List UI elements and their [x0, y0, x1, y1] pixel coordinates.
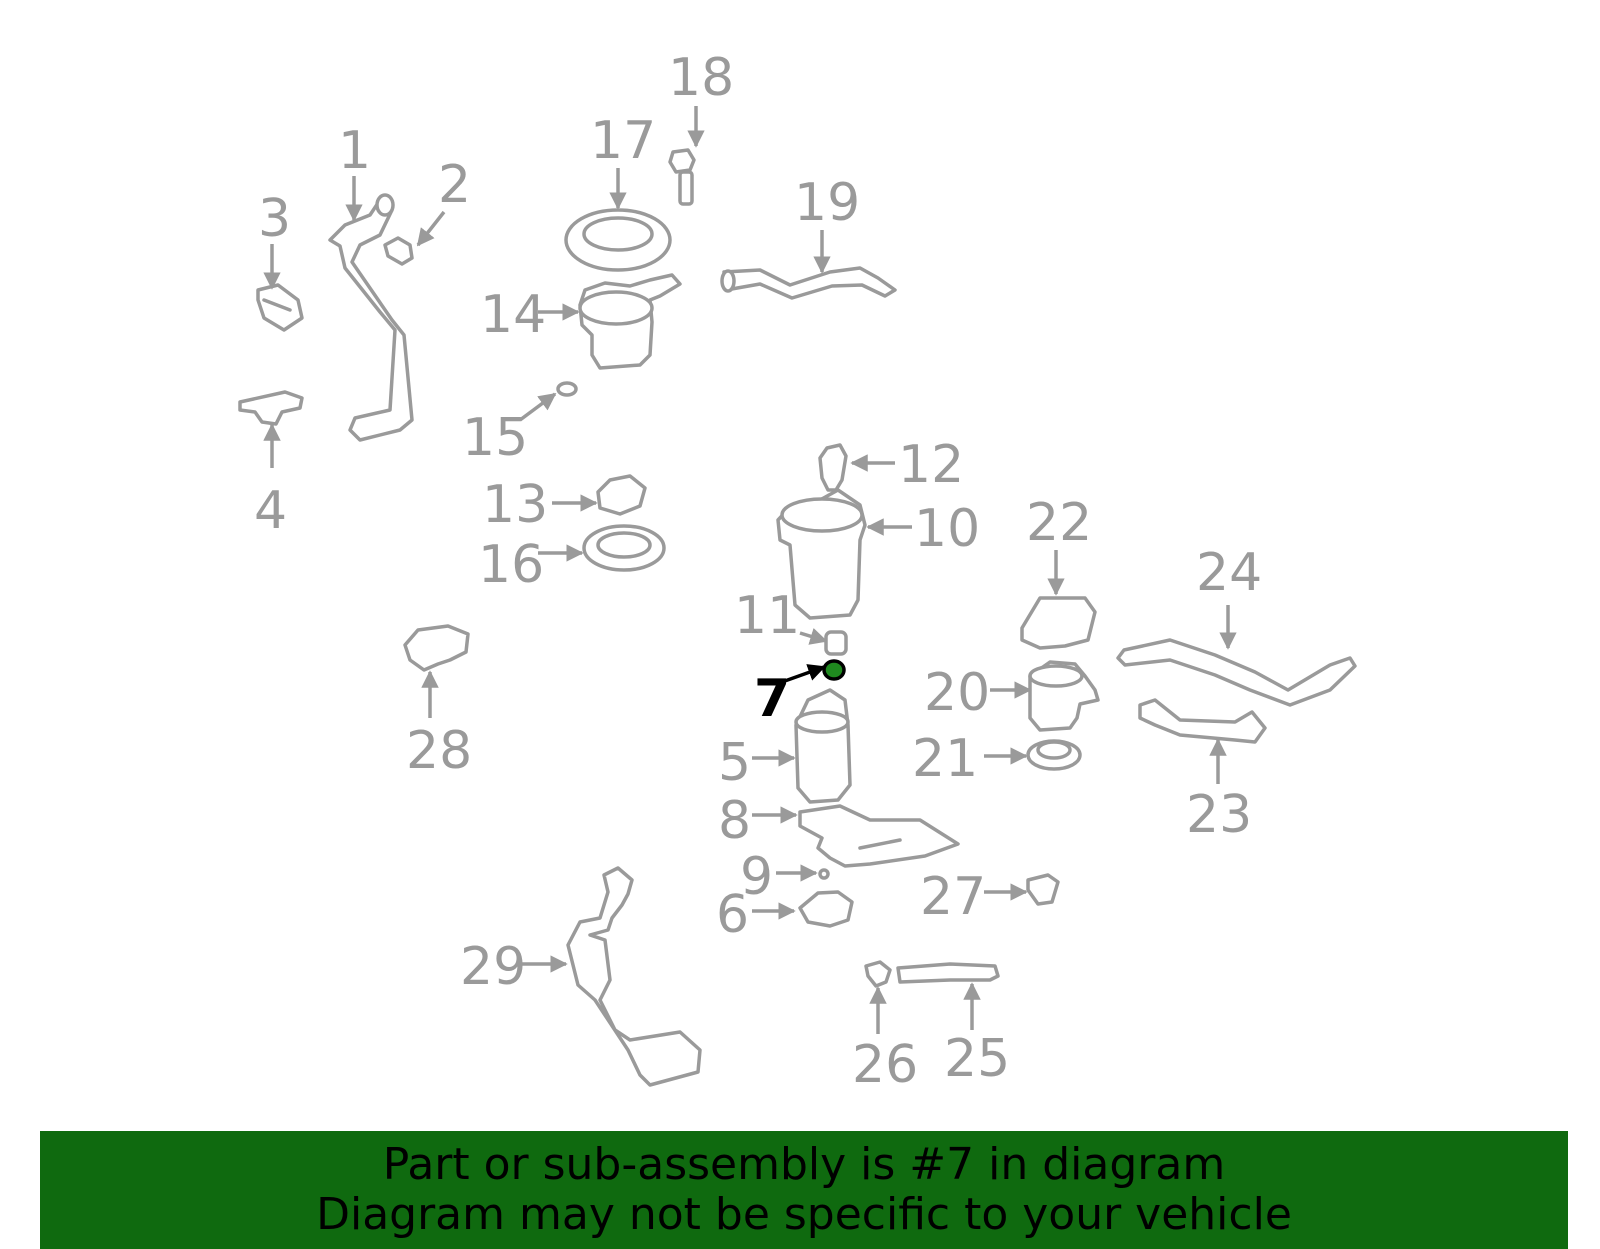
part-17-ring[interactable]: [564, 208, 672, 272]
part-14-canister[interactable]: [578, 273, 682, 370]
banner-line-2: Diagram may not be specific to your vehi…: [316, 1189, 1292, 1240]
part-20-valve[interactable]: [1028, 660, 1100, 732]
part-9-ring[interactable]: [818, 868, 830, 880]
leader-11: [799, 628, 828, 645]
part-29-sending-unit[interactable]: [566, 866, 702, 1087]
callout-26[interactable]: 26: [852, 1035, 918, 1095]
leader-7: [781, 664, 826, 684]
callout-29[interactable]: 29: [460, 937, 526, 997]
part-7-seal[interactable]: [822, 659, 846, 681]
callout-7-selected[interactable]: 7: [754, 669, 790, 729]
part-3-clip[interactable]: [256, 283, 304, 332]
callout-15[interactable]: 15: [462, 408, 528, 468]
callout-13[interactable]: 13: [482, 475, 548, 535]
callout-3[interactable]: 3: [258, 189, 291, 249]
callout-6[interactable]: 6: [716, 885, 749, 945]
parts-diagram: 1 2 3 4 5 6 7 8 9 10 11 12 13 14 15 16 1…: [238, 48, 1357, 1095]
callout-22[interactable]: 22: [1026, 493, 1092, 553]
callout-17[interactable]: 17: [590, 111, 656, 171]
callout-25[interactable]: 25: [944, 1029, 1010, 1089]
part-10-reservoir[interactable]: [776, 488, 867, 620]
callout-12[interactable]: 12: [898, 435, 964, 495]
callout-23[interactable]: 23: [1186, 785, 1252, 845]
part-5-pump[interactable]: [794, 688, 852, 804]
part-12-valve[interactable]: [818, 443, 848, 492]
part-1-tube[interactable]: [328, 193, 414, 442]
part-24-hose[interactable]: [1116, 638, 1357, 707]
callout-8[interactable]: 8: [718, 791, 751, 851]
part-21-grommet[interactable]: [1026, 739, 1082, 771]
part-6-holder[interactable]: [798, 890, 854, 928]
callout-19[interactable]: 19: [794, 173, 860, 233]
callout-2[interactable]: 2: [438, 155, 471, 215]
banner-line-1: Part or sub-assembly is #7 in diagram: [382, 1139, 1226, 1190]
part-27-clip[interactable]: [1026, 873, 1060, 906]
part-19-hose[interactable]: [720, 266, 897, 300]
part-16-gasket[interactable]: [582, 524, 666, 572]
part-8-strainer[interactable]: [798, 804, 960, 868]
leader-15: [518, 392, 557, 422]
callout-4[interactable]: 4: [254, 481, 287, 541]
part-26-clamp[interactable]: [864, 960, 892, 988]
callout-21[interactable]: 21: [912, 729, 978, 789]
part-22-cap[interactable]: [1020, 596, 1097, 650]
part-15-oring[interactable]: [556, 381, 578, 397]
callout-14[interactable]: 14: [480, 285, 546, 345]
part-13-cap[interactable]: [596, 474, 647, 516]
callout-27[interactable]: 27: [920, 867, 986, 927]
callout-18[interactable]: 18: [668, 48, 734, 108]
callout-20[interactable]: 20: [924, 663, 990, 723]
callout-9[interactable]: 9: [740, 847, 773, 907]
info-banner: Part or sub-assembly is #7 in diagram Di…: [40, 1131, 1568, 1249]
callout-10[interactable]: 10: [914, 499, 980, 559]
callout-28[interactable]: 28: [406, 721, 472, 781]
callout-16[interactable]: 16: [478, 535, 544, 595]
part-4-bracket[interactable]: [238, 390, 304, 426]
callout-11[interactable]: 11: [734, 586, 800, 646]
part-28-connector[interactable]: [403, 624, 470, 672]
callout-1[interactable]: 1: [338, 121, 371, 181]
part-2-clip[interactable]: [383, 236, 414, 266]
part-18-bolt[interactable]: [668, 148, 696, 206]
callout-5[interactable]: 5: [718, 733, 751, 793]
callout-24[interactable]: 24: [1196, 543, 1262, 603]
leader-2: [416, 210, 446, 247]
part-25-tube[interactable]: [896, 962, 1000, 984]
part-23-boot[interactable]: [1138, 698, 1267, 744]
part-11-cap[interactable]: [824, 630, 848, 656]
